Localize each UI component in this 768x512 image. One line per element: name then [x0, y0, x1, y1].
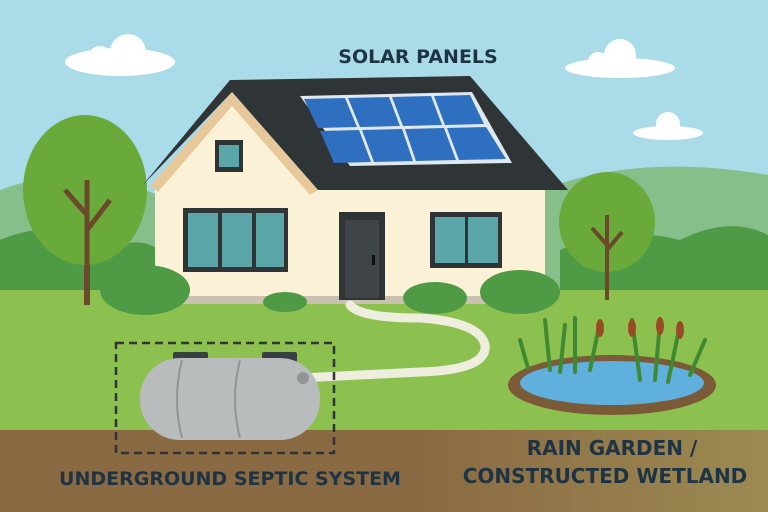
house — [142, 76, 568, 304]
soil — [0, 430, 768, 512]
rain-garden — [508, 316, 716, 415]
cloud-icon — [65, 34, 175, 76]
solar-panels-label: SOLAR PANELS — [338, 46, 497, 68]
tree-left — [23, 115, 147, 305]
cloud-icon — [633, 112, 703, 140]
cloud-icon — [565, 39, 675, 78]
septic-outline — [114, 341, 336, 455]
wetland-label-line1: RAIN GARDEN / — [527, 436, 698, 460]
tree-right — [559, 172, 655, 300]
walkway — [295, 300, 490, 383]
shrubs — [100, 265, 560, 315]
septic-tank — [140, 352, 320, 440]
solar-panels — [300, 92, 512, 166]
wetland-label-line2: CONSTRUCTED WETLAND — [463, 464, 748, 488]
septic-system-label: UNDERGROUND SEPTIC SYSTEM — [59, 468, 401, 490]
